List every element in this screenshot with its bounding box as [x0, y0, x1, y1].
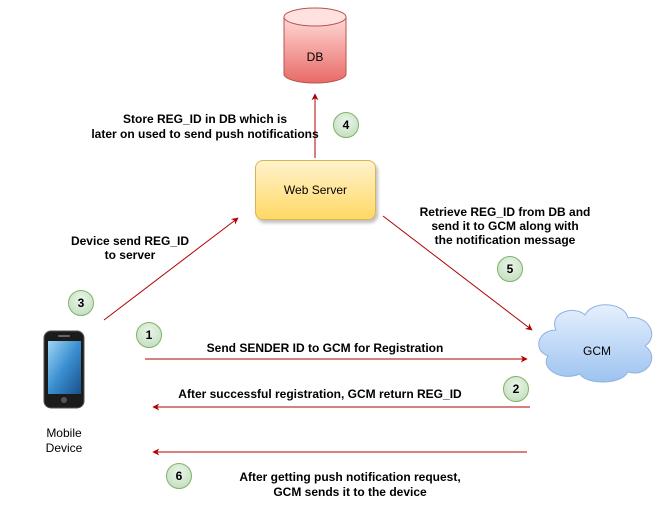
- step-badge-2: 2: [503, 376, 529, 402]
- device-send-label-line2: to server: [104, 248, 156, 262]
- store-reg-id-label-line2: later on used to send push notifications: [91, 127, 319, 141]
- device-send-label-line1: Device send REG_ID: [70, 234, 190, 248]
- retrieve-reg-id-label-line2: send it to GCM along with: [431, 219, 579, 233]
- retrieve-reg-id-label-line1: Retrieve REG_ID from DB and: [419, 205, 591, 219]
- db-label: DB: [306, 50, 324, 64]
- push-notification-label-line1: After getting push notification request,: [239, 470, 461, 484]
- step-badge-6: 6: [166, 463, 192, 489]
- gcm-label: GCM: [583, 344, 611, 358]
- mobile-device-label-line2: Device: [45, 441, 83, 455]
- web-server-node: Web Server: [255, 160, 376, 220]
- push-notification-label-line2: GCM sends it to the device: [273, 485, 427, 499]
- store-reg-id-label-line1: Store REG_ID in DB which is: [122, 112, 288, 126]
- step-badge-4: 4: [333, 112, 359, 138]
- web-server-label: Web Server: [283, 183, 348, 197]
- arrow-server-to-gcm: [382, 215, 533, 331]
- step-badge-5: 5: [497, 256, 523, 282]
- db-cylinder: [283, 7, 347, 84]
- gcm-cloud: [538, 304, 652, 383]
- mobile-phone-icon: [43, 330, 85, 409]
- step-badge-3: 3: [68, 290, 94, 316]
- mobile-device-label-line1: Mobile: [46, 426, 82, 440]
- step-badge-1: 1: [136, 322, 162, 348]
- send-sender-id-label: Send SENDER ID to GCM for Registration: [206, 341, 444, 355]
- retrieve-reg-id-label-line3: the notification message: [434, 233, 576, 247]
- arrow-device-to-server: [103, 217, 239, 321]
- after-registration-label: After successful registration, GCM retur…: [178, 387, 462, 401]
